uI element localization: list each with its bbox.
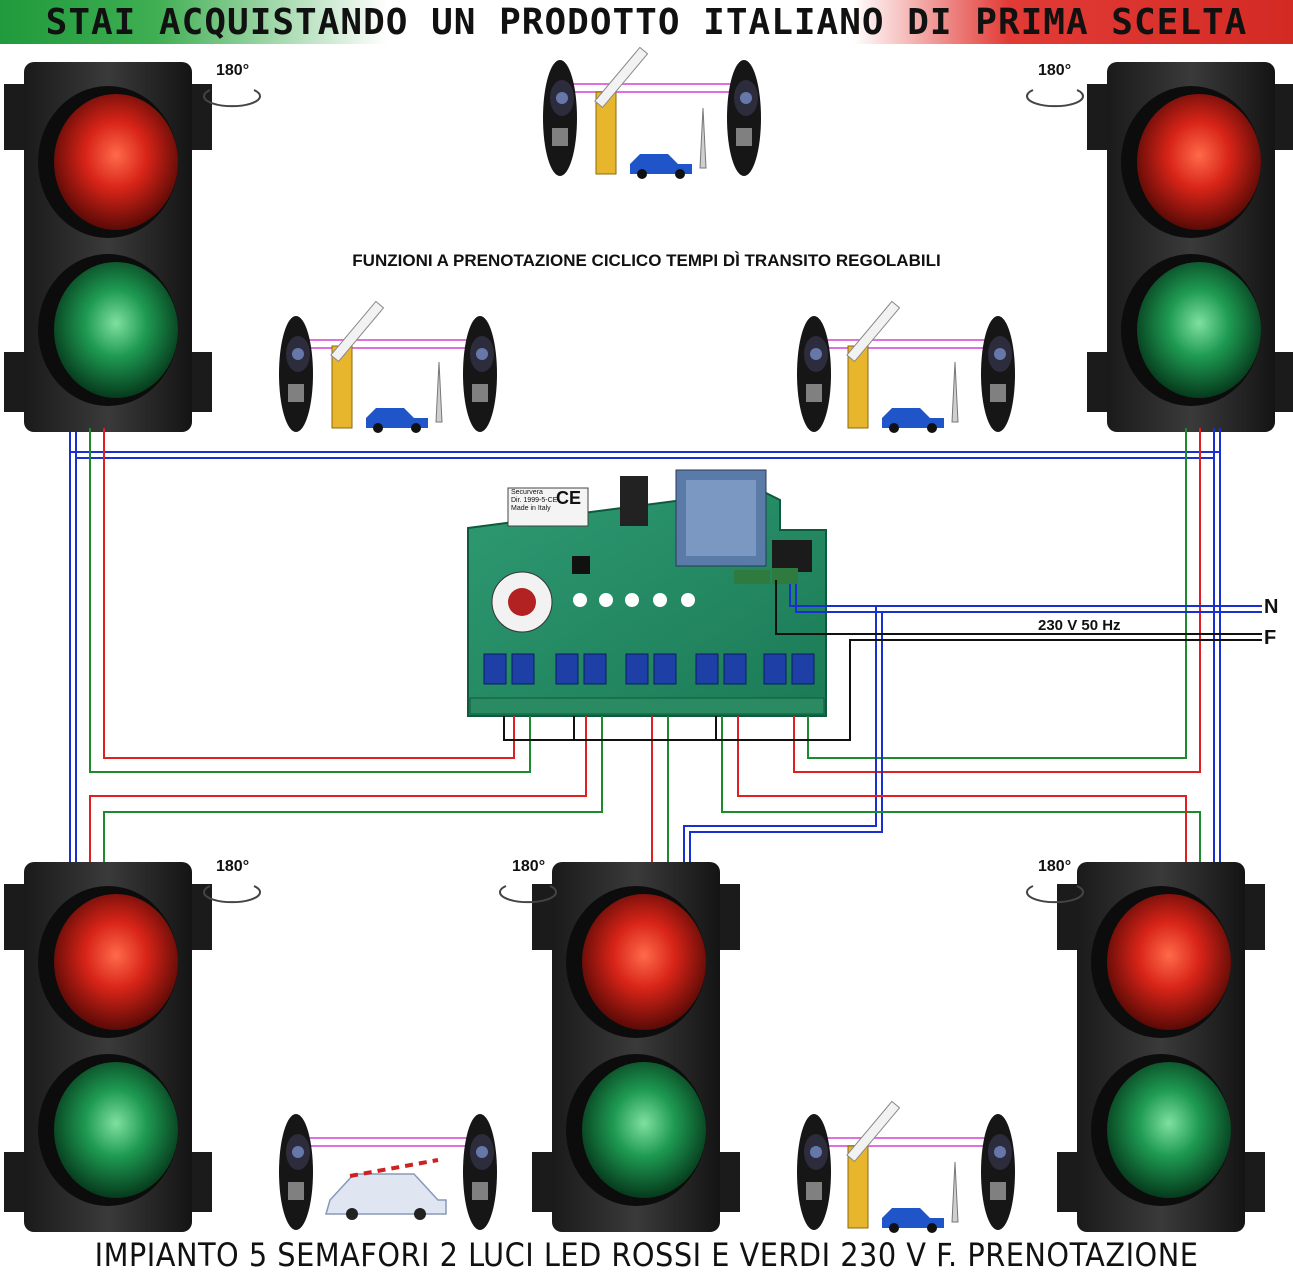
board-brand: Securvera (511, 489, 543, 496)
board-directive: Dir. 1999-5-CE (511, 497, 558, 504)
footer-title: IMPIANTO 5 SEMAFORI 2 LUCI LED ROSSI E V… (94, 1236, 1199, 1274)
wire-black-common (503, 639, 1262, 741)
traffic-light-bottom-center (532, 862, 740, 1232)
traffic-light-top-left (4, 62, 212, 432)
wire-green-tr (807, 428, 1187, 759)
neutral-label: N (1264, 596, 1279, 618)
wire-green-bl (103, 716, 603, 862)
wire-blue-bc-2 (689, 612, 883, 862)
photocell-set-bottom-left (279, 1114, 497, 1230)
italian-flag-banner: STAI ACQUISTANDO UN PRODOTTO ITALIANO DI… (0, 0, 1293, 44)
phase-label: F (1264, 627, 1277, 649)
photocell-set-mid-left (279, 300, 497, 434)
wire-red-tr (793, 428, 1201, 773)
traffic-light-bottom-right (1057, 862, 1265, 1232)
ce-mark: CE (556, 488, 582, 508)
rotation-label-3: 180° (216, 858, 250, 875)
traffic-light-bottom-left (4, 862, 212, 1232)
board-origin: Made in Italy (511, 505, 551, 512)
banner-title: STAI ACQUISTANDO UN PRODOTTO ITALIANO DI… (45, 2, 1248, 43)
rotation-label-1: 180° (216, 62, 250, 79)
wire-green-tl (89, 428, 531, 773)
photocell-set-top (543, 46, 761, 180)
photocell-set-mid-right (797, 300, 1015, 434)
voltage-label: 230 V 50 Hz (1038, 617, 1121, 634)
functions-caption: FUNZIONI A PRENOTAZIONE CICLICO TEMPI DÌ… (352, 251, 941, 270)
wire-green-br (721, 716, 1201, 862)
wire-blue-neutral-2 (795, 584, 1262, 613)
photocell-set-bottom-right (797, 1100, 1015, 1234)
rotation-label-4: 180° (512, 858, 546, 875)
wire-red-bl (89, 716, 587, 862)
traffic-light-top-right (1087, 62, 1293, 432)
control-board (467, 469, 827, 717)
rotation-label-5: 180° (1038, 858, 1072, 875)
wire-blue-bc-1 (683, 606, 877, 862)
wire-black-phase (775, 580, 1262, 635)
rotation-label-2: 180° (1038, 62, 1072, 79)
wire-red-br (737, 716, 1187, 862)
wire-blue-neutral-1 (789, 584, 1262, 607)
wire-layer (69, 428, 1262, 862)
wire-red-tl (103, 428, 515, 759)
